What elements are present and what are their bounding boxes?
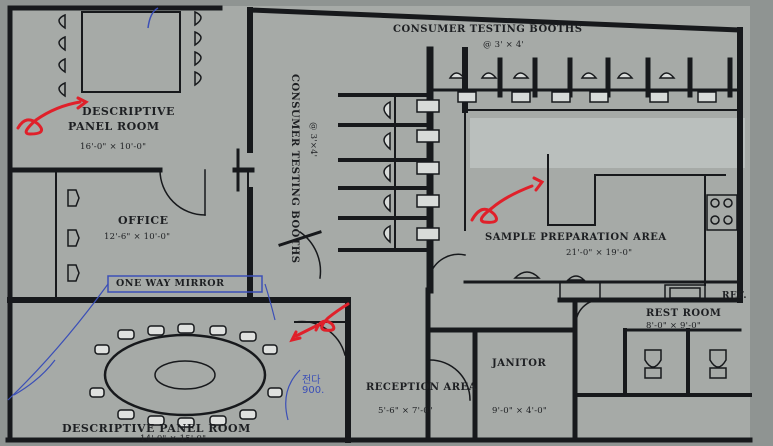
oval-table-chairs (89, 323, 283, 428)
janitor-label: JANITOR (492, 358, 547, 369)
office-desks (67, 189, 80, 282)
descriptive-bottom-label: DESCRIPTIVE PANEL ROOM (62, 422, 251, 435)
descriptive-top-label-1: DESCRIPTIVE (82, 105, 175, 118)
red-marks (16, 96, 545, 343)
handwritten-note: 전다 900. (302, 375, 325, 396)
office-label: OFFICE (118, 214, 169, 227)
consumer-booths-side-size: @ 3'×4' (308, 122, 318, 158)
oval-table (103, 333, 267, 417)
top-booth-stools (448, 72, 717, 103)
oval-table-center (154, 360, 216, 390)
descriptive-top-size: 16'-0" × 10'-0" (80, 142, 147, 152)
sample-prep-label: SAMPLE PREPARATION AREA (485, 232, 667, 243)
janitor-size: 9'-0" × 4'-0" (492, 406, 547, 416)
ref-label: REF. (722, 291, 747, 301)
reception-size: 5'-6" × 7'-0" (378, 406, 433, 416)
rest-room-size: 8'-0" × 9'-0" (646, 321, 701, 331)
office-size: 12'-6" × 10'-0" (104, 232, 171, 242)
mirror-callout (107, 275, 263, 293)
walls (5, 5, 753, 443)
prep-fixtures (513, 198, 733, 299)
restroom-fixtures (644, 349, 727, 379)
consumer-booths-side-label: CONSUMER TESTING BOOTHS (289, 74, 300, 264)
consumer-booths-top-size: @ 3' × 4' (483, 40, 525, 50)
one-way-mirror-label: ONE WAY MIRROR (116, 278, 225, 289)
descriptive-bottom-size: 14'-0" × 15'-0" (140, 434, 207, 444)
sample-prep-size: 21'-0" × 19'-0" (566, 248, 633, 258)
chairs-top-room (58, 10, 202, 98)
side-booth-stools (383, 99, 440, 244)
rest-room-label: REST ROOM (646, 308, 722, 319)
sticker-patch (470, 118, 745, 168)
descriptive-top-label-2: PANEL ROOM (68, 120, 160, 133)
consumer-booths-top-label: CONSUMER TESTING BOOTHS (393, 24, 583, 35)
reception-label: RECEPTION AREA (366, 382, 477, 393)
conference-table-top (81, 11, 181, 93)
